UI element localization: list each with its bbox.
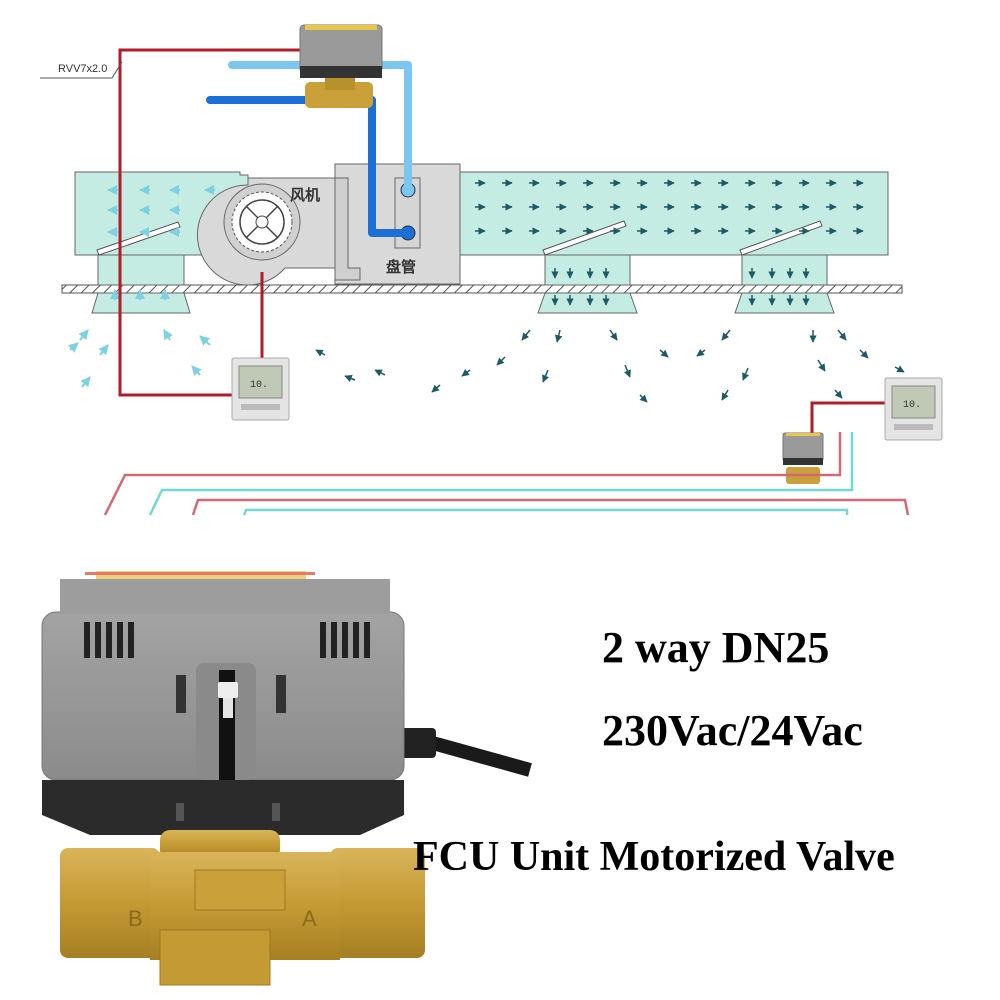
port-a-label: A bbox=[302, 906, 317, 931]
thermostat-right: 10. bbox=[884, 377, 943, 441]
airflow-arrow bbox=[496, 356, 506, 366]
port-b-label: B bbox=[128, 906, 143, 931]
airflow-arrow bbox=[721, 389, 729, 401]
valve-product-photo: B A bbox=[41, 571, 532, 986]
supply-air-arrows bbox=[315, 179, 905, 403]
airflow-arrow bbox=[431, 384, 441, 393]
svg-text:10.: 10. bbox=[903, 400, 921, 411]
actuator-housing bbox=[41, 571, 405, 781]
airflow-arrow bbox=[817, 359, 826, 372]
fan-label: 风机 bbox=[290, 186, 320, 204]
airflow-arrow bbox=[374, 369, 386, 377]
airflow-arrow bbox=[542, 369, 550, 383]
airflow-arrow bbox=[859, 349, 869, 359]
spec-voltage: 230Vac/24Vac bbox=[602, 706, 863, 755]
return-air-arrows bbox=[67, 185, 215, 388]
cable-spec-label: RVV7x2.0 bbox=[58, 63, 108, 75]
top-motorized-valve bbox=[299, 24, 383, 108]
airflow-arrow bbox=[554, 329, 563, 343]
airflow-arrow bbox=[894, 365, 905, 373]
airflow-arrow bbox=[721, 329, 731, 341]
airflow-arrow bbox=[837, 329, 847, 341]
airflow-arrow bbox=[696, 348, 706, 357]
fan-unit: 风机 bbox=[197, 177, 336, 286]
airflow-arrow bbox=[623, 364, 631, 378]
airflow-arrow bbox=[315, 349, 326, 357]
spec-valve-type: 2 way DN25 bbox=[602, 623, 830, 672]
airflow-arrow bbox=[344, 375, 356, 382]
brass-valve-body: B A bbox=[60, 830, 425, 986]
power-wiring bbox=[118, 48, 885, 440]
airflow-arrow bbox=[834, 389, 843, 399]
airflow-arrow bbox=[659, 349, 669, 358]
thermostat-left: 10. bbox=[231, 357, 290, 421]
airflow-arrow bbox=[609, 329, 618, 341]
svg-text:10.: 10. bbox=[250, 380, 268, 391]
ceiling-slab bbox=[61, 284, 903, 294]
airflow-arrow bbox=[639, 394, 648, 403]
airflow-arrow bbox=[742, 367, 750, 381]
airflow-arrow bbox=[461, 368, 471, 377]
fcu-system-diagram: 风机 盘管 bbox=[40, 24, 943, 516]
branch-motorized-valve bbox=[782, 432, 824, 484]
coil-unit: 盘管 bbox=[334, 163, 461, 285]
branch-piping bbox=[103, 432, 910, 516]
product-title: FCU Unit Motorized Valve bbox=[413, 834, 895, 880]
airflow-arrow bbox=[521, 329, 531, 341]
water-pipes bbox=[206, 61, 412, 237]
coil-label: 盘管 bbox=[386, 258, 416, 276]
